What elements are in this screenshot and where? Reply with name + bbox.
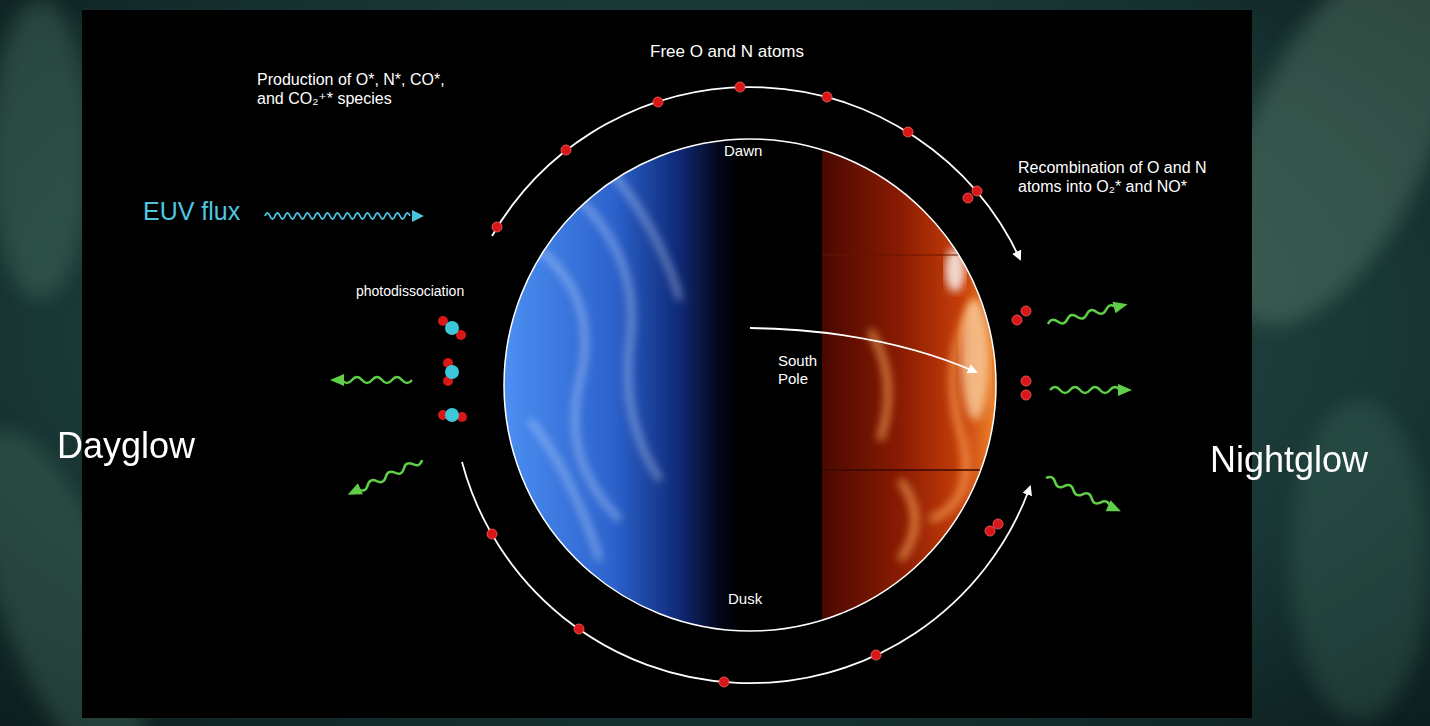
pole-label: South Pole	[778, 352, 842, 388]
region-label: Free O and N atoms	[650, 42, 804, 62]
process-note: Production of O*, N*, CO*, and CO₂⁺* spe…	[257, 70, 472, 108]
flux-label: EUV flux	[143, 196, 240, 226]
process-label: photodissociation	[356, 283, 464, 300]
glow-title: Nightglow	[1210, 438, 1368, 481]
terminator-label: Dawn	[724, 142, 762, 160]
glow-title: Dayglow	[57, 424, 195, 467]
terminator-label: Dusk	[728, 590, 762, 608]
process-note: Recombination of O and N atoms into O₂* …	[1018, 158, 1218, 196]
